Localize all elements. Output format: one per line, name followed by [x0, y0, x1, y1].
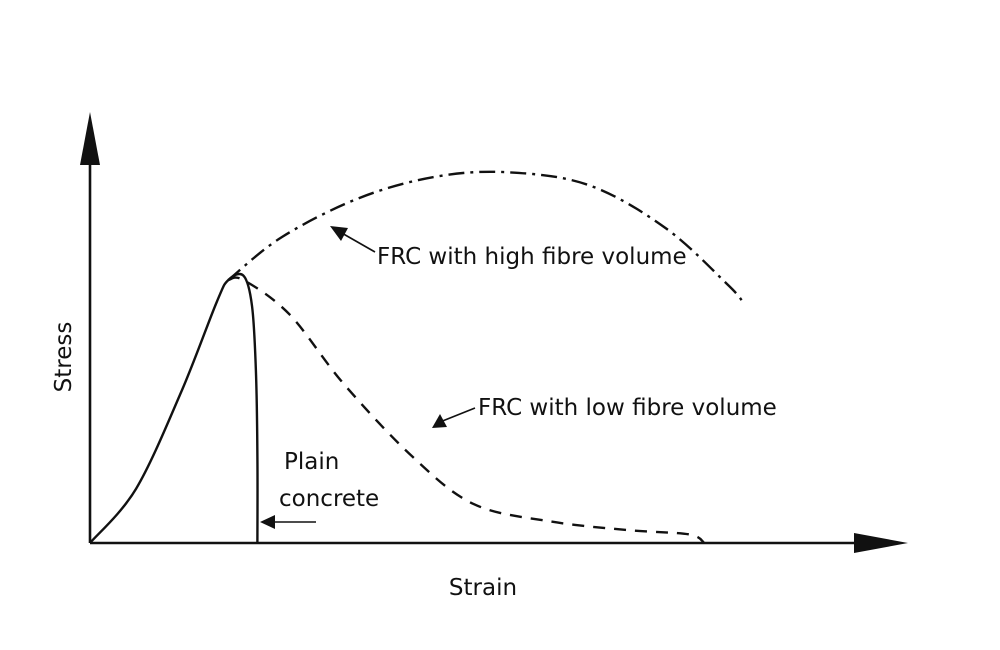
series-frc-low-fibre: [227, 276, 706, 545]
annotation-arrowhead-high-fibre: [330, 226, 348, 241]
series-plain-concrete: [89, 272, 259, 544]
annotation-high-fibre: FRC with high fibre volume: [377, 244, 687, 270]
annotation-plain-line2: concrete: [279, 486, 379, 512]
series-frc-high-fibre: [227, 170, 744, 303]
x-axis-label: Strain: [449, 575, 517, 601]
y-axis-label: Stress: [51, 322, 77, 393]
annotation-plain-line1: Plain: [284, 449, 339, 475]
annotation-arrowhead-plain: [260, 515, 275, 529]
x-axis-arrowhead: [854, 533, 908, 553]
annotation-arrow-low-fibre: [439, 407, 476, 423]
y-axis-arrowhead: [80, 112, 100, 165]
annotation-arrow-high-fibre: [339, 231, 376, 253]
annotation-arrowhead-low-fibre: [432, 414, 447, 428]
annotation-low-fibre: FRC with low fibre volume: [478, 395, 777, 421]
